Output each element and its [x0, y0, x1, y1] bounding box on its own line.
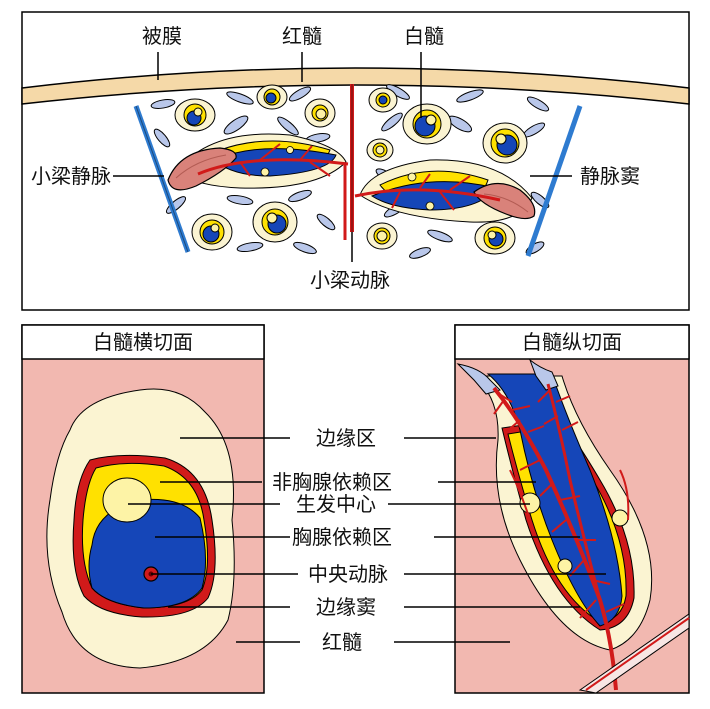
- label-venous-sinus: 静脉窦: [578, 164, 642, 188]
- left-panel-title-bar: [21, 324, 265, 360]
- label-marginal-zone: 边缘区: [314, 426, 378, 450]
- label-germinal-center: 生发中心: [294, 492, 378, 516]
- label-white-pulp: 白髓: [402, 24, 446, 48]
- right-venous-sinus: [525, 105, 583, 257]
- cross-section-white-pulp: [46, 388, 235, 669]
- follicles: [174, 84, 528, 255]
- label-red-pulp: 红髓: [320, 630, 364, 654]
- top-panel-frame: [21, 11, 690, 311]
- label-capsule: 被膜: [140, 24, 184, 48]
- left-panel-title: 白髓横切面: [93, 330, 193, 354]
- left-periarterial-sheath: [167, 133, 349, 191]
- right-leader-lines: [388, 437, 606, 643]
- right-periarterial-sheath: [354, 159, 536, 223]
- label-trabecular-artery: 小梁动脉: [308, 268, 392, 292]
- label-thymus-independent-zone: 非胸腺依赖区: [270, 470, 394, 494]
- top-leader-lines: [112, 52, 572, 262]
- label-red-pulp-top: 红髓: [280, 24, 324, 48]
- longitudinal-white-pulp: [456, 358, 690, 694]
- label-marginal-sinus: 边缘窦: [314, 595, 378, 619]
- right-panel-title-bar: [454, 324, 690, 360]
- label-thymus-dependent-zone: 胸腺依赖区: [290, 525, 394, 549]
- left-leader-lines: [128, 437, 300, 643]
- left-venous-sinus: [133, 105, 191, 253]
- right-panel-title: 白髓纵切面: [522, 330, 622, 354]
- label-trabecular-vein: 小梁静脉: [29, 164, 113, 188]
- label-central-artery: 中央动脉: [306, 562, 390, 586]
- capsule: [21, 67, 690, 105]
